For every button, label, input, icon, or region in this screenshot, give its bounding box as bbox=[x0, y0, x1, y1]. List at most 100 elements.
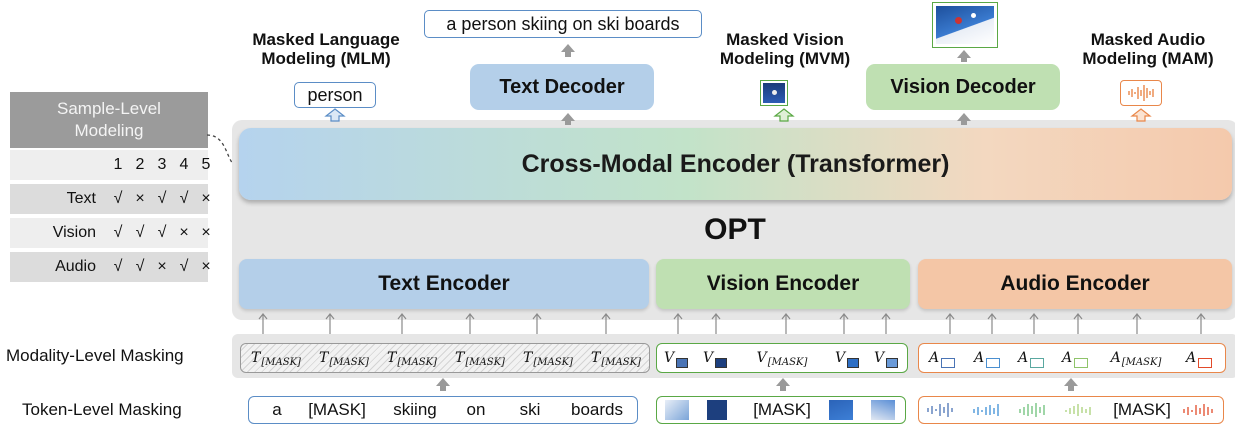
row-label: Audio bbox=[55, 258, 96, 275]
audio-token: A bbox=[1009, 344, 1053, 372]
table-cell: × bbox=[135, 190, 145, 207]
arrow-stem bbox=[961, 121, 967, 125]
cross-modal-encoder: Cross-Modal Encoder (Transformer) bbox=[239, 128, 1232, 200]
audio-token: A bbox=[919, 344, 965, 372]
model-name: OPT bbox=[704, 213, 766, 246]
table-cell: √ bbox=[179, 258, 189, 275]
table-cell: √ bbox=[179, 190, 189, 207]
vision-token: V bbox=[827, 344, 867, 372]
vision-token: V bbox=[695, 344, 735, 372]
vision-encoder: Vision Encoder bbox=[656, 259, 910, 309]
table-cell: × bbox=[201, 224, 211, 241]
vision-token: V bbox=[867, 344, 905, 372]
table-cell: × bbox=[179, 224, 189, 241]
column-header: 1 bbox=[113, 156, 123, 173]
vision-encoder-label: Vision Encoder bbox=[706, 272, 860, 295]
mvm-title: Masked Vision Modeling (MVM) bbox=[719, 30, 851, 68]
text-word: ski bbox=[519, 400, 541, 419]
sample-level-header: Sample-Level Modeling bbox=[10, 92, 208, 148]
table-cell: √ bbox=[157, 224, 167, 241]
audio-mask-token: [MASK] bbox=[1113, 400, 1171, 419]
table-cell: √ bbox=[135, 224, 145, 241]
sample-level-row-vision: Vision √ √ √ × × bbox=[10, 218, 211, 248]
text-token: T[MASK] bbox=[251, 350, 301, 368]
row-label: Text bbox=[66, 190, 96, 207]
text-encoder-label: Text Encoder bbox=[378, 272, 510, 295]
table-cell: √ bbox=[113, 190, 123, 207]
text-token: T[MASK] bbox=[523, 350, 573, 368]
arrow-stem bbox=[565, 52, 571, 57]
text-decoder-label: Text Decoder bbox=[499, 75, 625, 98]
text-word: [MASK] bbox=[308, 400, 366, 419]
vision-token: V bbox=[657, 344, 695, 372]
mam-title: Masked Audio Modeling (MAM) bbox=[1082, 30, 1214, 68]
table-cell: √ bbox=[135, 258, 145, 275]
text-decoder-output: a person skiing on ski boards bbox=[424, 10, 702, 38]
input-arrows bbox=[258, 313, 1206, 334]
image-patch bbox=[665, 400, 689, 420]
sample-level-row-text: Text √ × √ √ × bbox=[10, 184, 211, 214]
waveform-icon bbox=[927, 403, 953, 417]
cross-modal-encoder-label: Cross-Modal Encoder (Transformer) bbox=[521, 149, 950, 178]
sample-level-title: Sample-Level Modeling bbox=[57, 99, 161, 140]
text-token: T[MASK] bbox=[387, 350, 437, 368]
image-patch bbox=[707, 400, 727, 420]
waveform-icon bbox=[1019, 403, 1045, 417]
column-header: 2 bbox=[135, 156, 145, 173]
waveform-icon bbox=[1065, 404, 1091, 416]
vision-decoder: Vision Decoder bbox=[866, 64, 1060, 110]
text-word: a bbox=[272, 400, 282, 419]
sample-level-row-audio: Audio √ √ × √ × bbox=[10, 252, 211, 282]
text-token: T[MASK] bbox=[591, 350, 641, 368]
table-cell: √ bbox=[113, 224, 123, 241]
mlm-output: person bbox=[294, 82, 376, 108]
text-token: T[MASK] bbox=[319, 350, 369, 368]
arrow-up-icon bbox=[561, 113, 575, 121]
image-patch bbox=[829, 400, 853, 420]
arrow-stem bbox=[1068, 386, 1074, 391]
text-encoder: Text Encoder bbox=[239, 259, 649, 309]
column-header: 3 bbox=[157, 156, 167, 173]
text-decoder: Text Decoder bbox=[470, 64, 654, 110]
up-arrow-icon bbox=[1130, 108, 1152, 122]
arrow-up-icon bbox=[436, 378, 450, 386]
arrow-up-icon bbox=[776, 378, 790, 386]
arrow-stem bbox=[440, 386, 446, 391]
table-cell: × bbox=[157, 258, 167, 275]
audio-token: A bbox=[965, 344, 1009, 372]
arrow-up-icon bbox=[1064, 378, 1078, 386]
audio-encoder-label: Audio Encoder bbox=[1000, 272, 1150, 295]
table-cell: × bbox=[201, 258, 211, 275]
audio-token-input: [MASK] bbox=[918, 396, 1224, 424]
vision-token: V[MASK] bbox=[756, 350, 808, 368]
audio-token: A bbox=[1053, 344, 1097, 372]
text-word: boards bbox=[571, 400, 623, 419]
table-cell: √ bbox=[157, 190, 167, 207]
column-header: 4 bbox=[179, 156, 189, 173]
arrow-stem bbox=[565, 121, 571, 125]
table-cell: √ bbox=[113, 258, 123, 275]
arrow-stem bbox=[961, 58, 967, 62]
waveform-icon bbox=[1128, 85, 1154, 101]
modality-level-masking-label: Modality-Level Masking bbox=[6, 346, 184, 365]
token-level-masking-label: Token-Level Masking bbox=[22, 400, 182, 419]
up-arrow-icon bbox=[773, 108, 795, 122]
image-patch bbox=[871, 400, 895, 420]
up-arrow-icon bbox=[324, 108, 346, 122]
mvm-output-image bbox=[760, 80, 788, 106]
waveform-icon bbox=[973, 404, 999, 416]
vision-modality-tokens: V V V[MASK] V V bbox=[656, 343, 908, 373]
text-modality-tokens: T[MASK] T[MASK] T[MASK] T[MASK] T[MASK] … bbox=[240, 343, 650, 373]
vision-decoder-output-image bbox=[932, 2, 998, 48]
audio-modality-tokens: A A A A A[MASK] A bbox=[918, 343, 1226, 373]
mam-output-waveform bbox=[1120, 80, 1162, 106]
column-header: 5 bbox=[201, 156, 211, 173]
text-word: on bbox=[466, 400, 486, 419]
sample-level-column-row: 1 2 3 4 5 bbox=[10, 150, 210, 180]
arrow-stem bbox=[780, 386, 786, 391]
row-label: Vision bbox=[52, 224, 96, 241]
arrow-up-icon bbox=[561, 44, 575, 52]
text-token-input: a [MASK] skiing on ski boards bbox=[248, 396, 638, 424]
arrow-up-icon bbox=[957, 113, 971, 121]
vision-decoder-label: Vision Decoder bbox=[890, 75, 1036, 98]
